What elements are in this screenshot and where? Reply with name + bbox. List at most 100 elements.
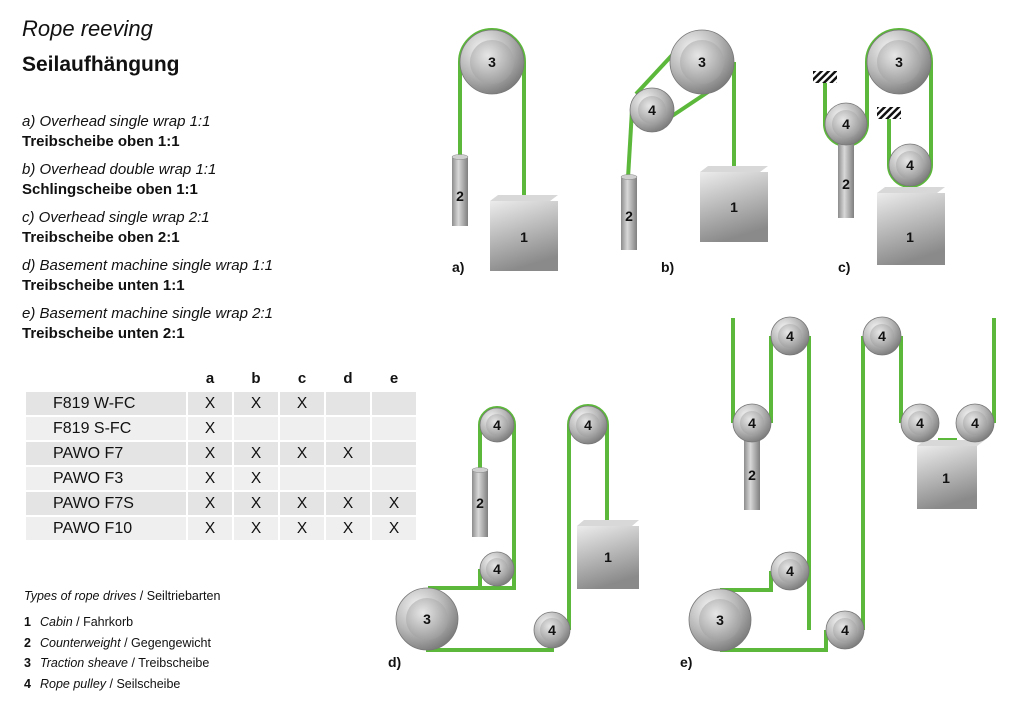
legend-heading-en: Types of rope drives [24,589,137,603]
table-cell: X [188,442,232,465]
reeving-type-b: b) Overhead double wrap 1:1 Schlingschei… [22,160,216,200]
rope [720,630,828,652]
table-cell: X [234,392,278,415]
table-cell: X [372,492,416,515]
cabin-number: 1 [730,199,738,215]
table-cell [326,392,370,415]
rope-pulley-number: 4 [878,328,886,344]
diagram-e-label: e) [680,654,692,670]
counterweight-number: 2 [748,467,756,483]
rope-pulley-number: 4 [748,415,756,431]
page-title-de: Seilaufhängung [22,53,180,76]
traction-sheave-number: 3 [895,54,903,70]
table-cell-model: PAWO F3 [26,467,186,490]
reeving-type-e: e) Basement machine single wrap 2:1 Trei… [22,304,273,344]
table-cell [372,392,416,415]
table-cell [280,467,324,490]
reeving-type-a: a) Overhead single wrap 1:1 Treibscheibe… [22,112,210,152]
table-cell: X [188,417,232,440]
rope-pulley: 4 [533,611,571,649]
diagram-c: 3 2 4 1 4 c) [813,28,945,275]
diagram-e: 4 4 2 4 1 4 4 [680,316,996,670]
table-cell: X [280,392,324,415]
rope-pulley: 4 [770,551,810,591]
legend-item-separator: / [106,676,117,691]
rope-pulley: 4 [825,610,865,650]
table-cell: X [188,392,232,415]
diagram-d: 4 4 2 1 4 3 4 [388,404,639,670]
legend-item-number: 4 [24,676,31,691]
fixed-anchor-hatch [813,71,837,83]
table-row: PAWO F3 X X [26,467,416,490]
cabin: 1 [877,187,945,265]
rope-pulley: 4 [888,143,932,187]
table-cell: X [326,442,370,465]
traction-sheave: 3 [459,29,525,95]
table-cell: X [326,492,370,515]
rope-pulley-number: 4 [971,415,979,431]
counterweight: 2 [471,467,489,537]
diagram-a: 3 2 1 a) [451,28,558,275]
rope-pulley: 4 [568,405,608,445]
reeving-type-a-de: Treibscheibe oben 1:1 [22,133,180,150]
legend-item-separator: / [72,615,84,629]
cabin-number: 1 [604,549,612,565]
legend-heading-de: Seiltriebarten [146,589,221,603]
reeving-type-d: d) Basement machine single wrap 1:1 Trei… [22,256,273,296]
table-cell [372,417,416,440]
table-cell: X [234,467,278,490]
rope-pulley-number: 4 [786,563,794,579]
table-cell: X [234,492,278,515]
table-cell [372,442,416,465]
rope-pulley-number: 4 [842,116,850,132]
rope-pulley-number: 4 [906,157,914,173]
diagram-a-label: a) [452,259,464,275]
table-cell [372,467,416,490]
legend-item-de: Seilscheibe [116,676,181,691]
counterweight-number: 2 [625,208,633,224]
reeving-type-d-en: d) Basement machine single wrap 1:1 [22,257,273,274]
cabin-number: 1 [906,229,914,245]
table-row: PAWO F7 X X X X [26,442,416,465]
diagram-b-label: b) [661,259,674,275]
table-row: PAWO F10 X X X X X [26,517,416,540]
counterweight: 2 [451,154,469,226]
table-header-b: b [251,369,261,387]
table-cell: X [234,442,278,465]
page-title-en: Rope reeving [22,16,153,41]
rope-pulley-number: 4 [786,328,794,344]
diagram-c-label: c) [838,259,850,275]
table-cell-model: F819 W-FC [26,392,186,415]
cabin: 1 [917,440,985,509]
table-cell: X [188,517,232,540]
table-cell: X [280,517,324,540]
table-cell: X [280,492,324,515]
table-cell: X [188,467,232,490]
reeving-type-b-de: Schlingscheibe oben 1:1 [22,181,198,198]
legend-item-separator: / [120,635,132,650]
legend-item-number: 3 [24,656,31,670]
reeving-type-e-de: Treibscheibe unten 2:1 [22,325,185,342]
legend-item-de: Treibscheibe [138,656,210,670]
table-header-a: a [205,369,215,387]
table-header-c: c [297,369,307,387]
reeving-type-c-de: Treibscheibe oben 2:1 [22,229,180,246]
rope-pulley: 4 [862,316,902,356]
counterweight: 2 [838,130,854,218]
legend-item-separator: / [128,656,139,670]
diagram-b: 3 4 2 1 b) [620,29,768,275]
reeving-type-d-de: Treibscheibe unten 1:1 [22,277,185,294]
counterweight-number: 2 [476,495,484,511]
rope-pulley-number: 4 [548,622,556,638]
table-cell [326,417,370,440]
fixed-anchor-hatch [877,107,901,119]
legend-heading-separator: / [136,589,147,603]
cabin: 1 [490,195,558,271]
table-cell-model: PAWO F7 [26,442,186,465]
cabin-number: 1 [942,470,950,486]
legend-item-number: 2 [24,635,31,650]
